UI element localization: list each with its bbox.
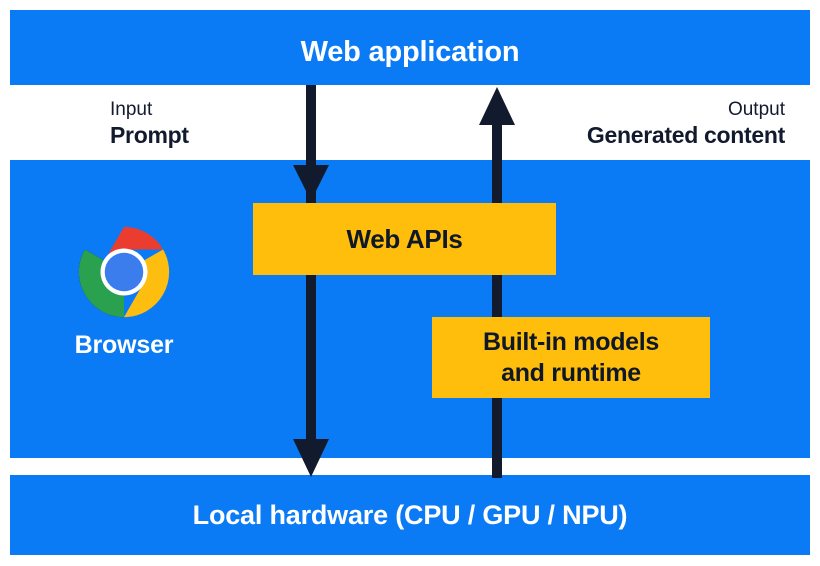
box-builtin-models[interactable]: Built-in models and runtime <box>432 317 710 398</box>
box-builtin-models-label: Built-in models and runtime <box>483 327 659 388</box>
band-browser-label: Browser <box>74 331 174 359</box>
box-web-apis[interactable]: Web APIs <box>253 203 556 275</box>
box-builtin-models-line2: and runtime <box>501 358 641 387</box>
output-flow-kind: Output <box>727 99 785 120</box>
band-local-hardware-label: Local hardware (CPU / GPU / NPU) <box>192 500 628 530</box>
band-web-application: Web application <box>10 10 810 85</box>
output-flow-arrow-icon <box>479 87 515 478</box>
input-flow-arrow-icon <box>293 85 329 477</box>
input-flow-value: Prompt <box>110 121 189 148</box>
browser-group: Browser <box>54 225 194 360</box>
band-web-application-label: Web application <box>300 36 520 68</box>
box-web-apis-label: Web APIs <box>346 223 463 254</box>
input-flow-label: Input Prompt <box>110 99 189 148</box>
chrome-logo-icon <box>78 226 170 318</box>
output-flow-value: Generated content <box>586 121 785 148</box>
box-builtin-models-line1: Built-in models <box>482 328 660 356</box>
output-flow-label: Output Generated content <box>586 99 785 148</box>
band-local-hardware: Local hardware (CPU / GPU / NPU) <box>10 475 810 555</box>
input-flow-kind: Input <box>110 99 153 120</box>
